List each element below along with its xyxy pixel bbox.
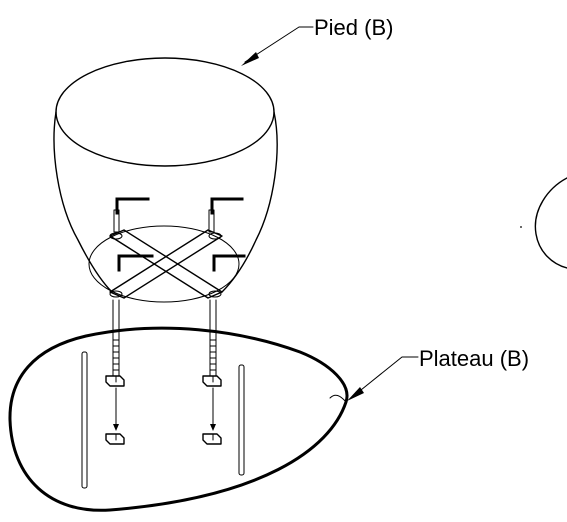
allen-wrench-icon [115, 197, 246, 272]
bracket-hole-3 [109, 290, 123, 298]
plateau-label: Plateau (B) [419, 346, 529, 371]
partial-view-element [520, 177, 567, 269]
leader-pied [244, 26, 314, 63]
label-plateau: Plateau (B) [347, 346, 529, 401]
plateau-outline [8, 326, 349, 512]
bracket-bar-2 [109, 229, 223, 299]
leader-arrow-pied [241, 52, 259, 66]
pied-bottom-ellipse [88, 225, 240, 303]
plateau-reflection-1 [81, 351, 88, 489]
pied-top-rim [55, 57, 275, 167]
pied-body-outline [53, 111, 278, 293]
bolt-icon [112, 209, 217, 431]
label-pied: Pied (B) [241, 15, 393, 66]
leader-arrow-plateau [347, 387, 364, 401]
bracket-hole-4 [208, 290, 222, 298]
pied-label: Pied (B) [314, 15, 393, 40]
bracket-hole-2 [208, 232, 222, 240]
cross-bracket [109, 229, 223, 299]
plateau-top [8, 326, 349, 512]
insert-nut-icon [105, 375, 222, 445]
bracket-bar-1 [109, 229, 223, 299]
pied-base [53, 57, 278, 303]
leader-plateau [350, 356, 419, 399]
plateau-reflection-2 [238, 364, 245, 476]
bracket-hole-1 [109, 232, 123, 240]
